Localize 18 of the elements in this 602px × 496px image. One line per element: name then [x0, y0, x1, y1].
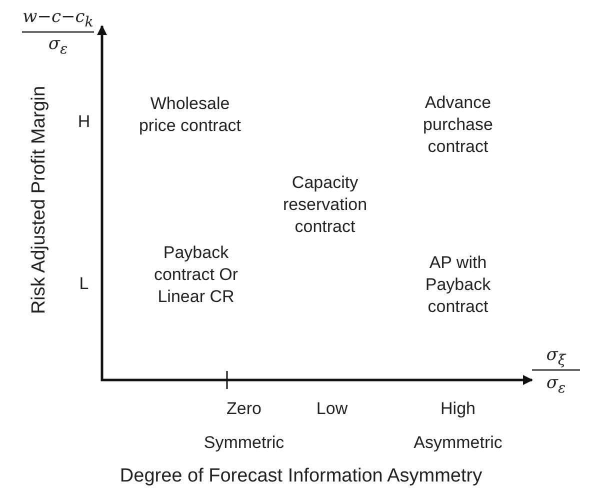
chart-label: High [440, 398, 476, 420]
axis-title: Degree of Forecast Information Asymmetry [120, 464, 482, 489]
chart-label: Capacity reservation contract [282, 172, 368, 238]
chart-label: Wholesale price contract [138, 92, 242, 137]
chart-label: H [78, 110, 90, 133]
chart-label: L [79, 272, 89, 295]
formula-label: σ$_{ε}$ [546, 372, 566, 398]
chart-label: AP with Payback contract [424, 252, 492, 318]
chart-label: Zero [226, 398, 262, 420]
chart-label: Low [316, 398, 348, 420]
chart-label: Symmetric [204, 432, 284, 454]
axis-title: Risk Adjusted Profit Margin [28, 86, 51, 314]
chart-label: Payback contract Or Linear CR [152, 242, 240, 308]
formula-label: σ$_{ε}$ [48, 33, 68, 59]
formula-label: w−c−c$_{k}$ [22, 6, 94, 32]
chart-label: Asymmetric [414, 432, 502, 454]
formula-label: σ$_{ξ}$ [546, 344, 566, 370]
chart-label: Advance purchase contract [422, 92, 494, 158]
